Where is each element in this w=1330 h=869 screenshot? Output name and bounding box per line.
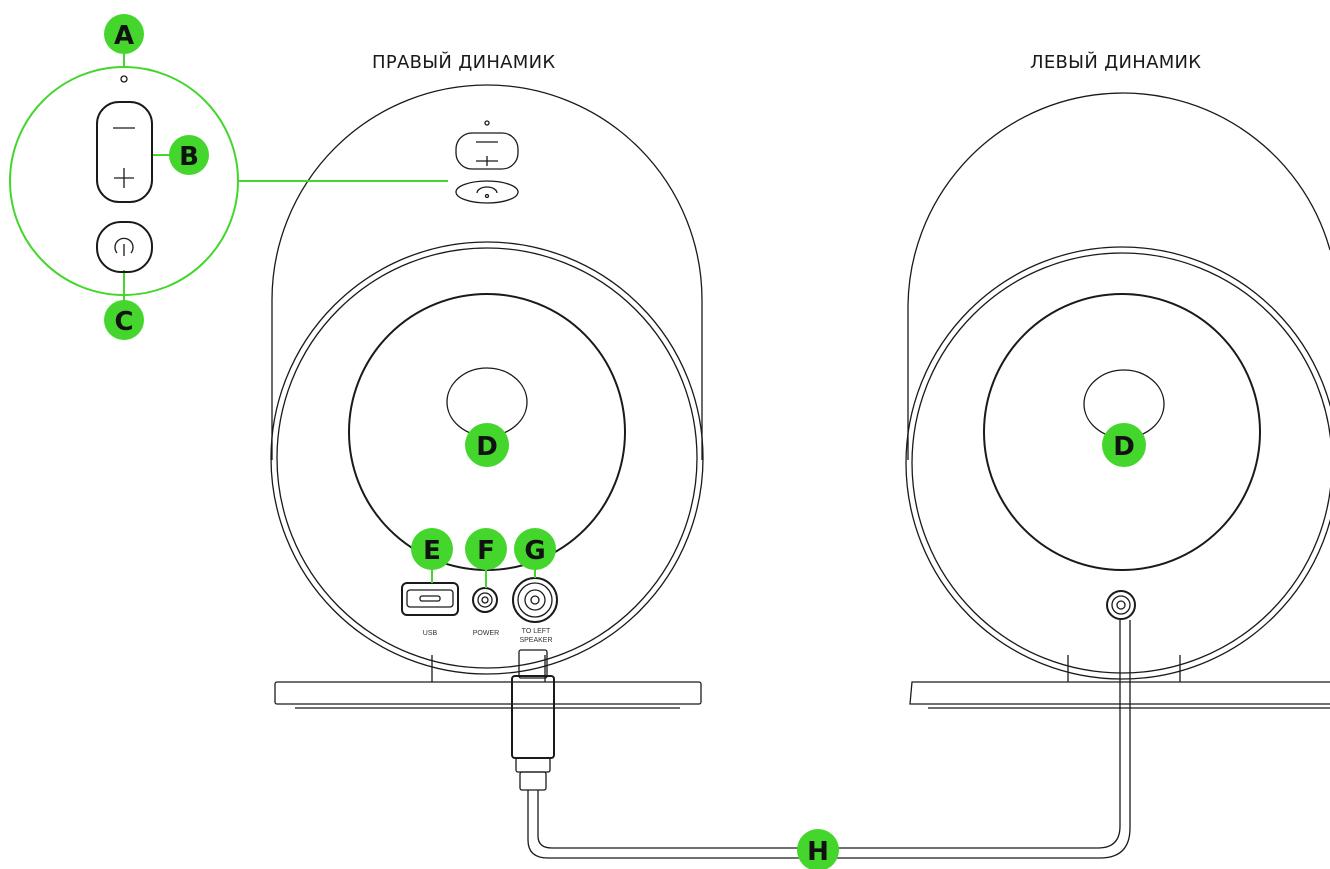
callout-d-right-letter: D (476, 432, 498, 462)
zoom-power-button (96, 221, 153, 273)
left-speaker-inner-ring (911, 252, 1330, 674)
right-speaker-title: ПРАВЫЙ ДИНАМИК (372, 52, 556, 73)
left-speaker-input-port (1106, 590, 1136, 620)
callout-a-letter: A (114, 21, 134, 51)
callout-f-letter: F (477, 536, 495, 566)
right-speaker-power-switch (455, 180, 519, 204)
right-speaker: USB POWER TO LEFT SPEAKER (270, 84, 704, 709)
power-port: POWER (472, 587, 499, 637)
right-speaker-led (484, 120, 490, 126)
left-speaker-body (907, 92, 1330, 460)
right-speaker-volume-rocker (455, 132, 519, 170)
right-speaker-stand (274, 655, 702, 709)
callout-e: E (411, 528, 453, 583)
callout-e-letter: E (423, 536, 441, 566)
callout-zoom (9, 48, 448, 303)
callout-d-right: D (465, 423, 509, 467)
right-speaker-body (271, 84, 703, 460)
left-speaker-title: ЛЕВЫЙ ДИНАМИК (1030, 52, 1202, 73)
left-speaker-outer-ring (905, 246, 1330, 680)
callout-b: B (169, 135, 209, 175)
callout-f: F (465, 528, 507, 588)
to-left-label-line1: TO LEFT (522, 628, 551, 635)
callout-g: G (514, 528, 556, 578)
callout-d-left: D (1102, 423, 1146, 467)
callout-h-letter: H (807, 837, 829, 867)
usb-port: USB (401, 582, 459, 637)
to-left-label-line2: SPEAKER (519, 637, 552, 644)
callout-c-letter: C (114, 307, 133, 337)
callout-d-left-letter: D (1113, 432, 1135, 462)
power-port-label: POWER (473, 630, 499, 637)
right-speaker-inner-ring (276, 247, 698, 669)
usb-port-label: USB (423, 630, 438, 637)
left-speaker-radiator (983, 293, 1261, 571)
callout-a: A (104, 14, 144, 54)
callout-c: C (104, 300, 144, 340)
left-speaker (905, 92, 1330, 709)
callout-g-letter: G (524, 536, 545, 566)
zoom-led (120, 75, 128, 83)
callout-h: H (797, 829, 839, 869)
to-left-speaker-port: TO LEFT SPEAKER (512, 577, 558, 644)
zoom-volume-rocker (96, 101, 153, 203)
callout-b-letter: B (179, 142, 199, 172)
right-speaker-outer-ring (270, 241, 704, 675)
